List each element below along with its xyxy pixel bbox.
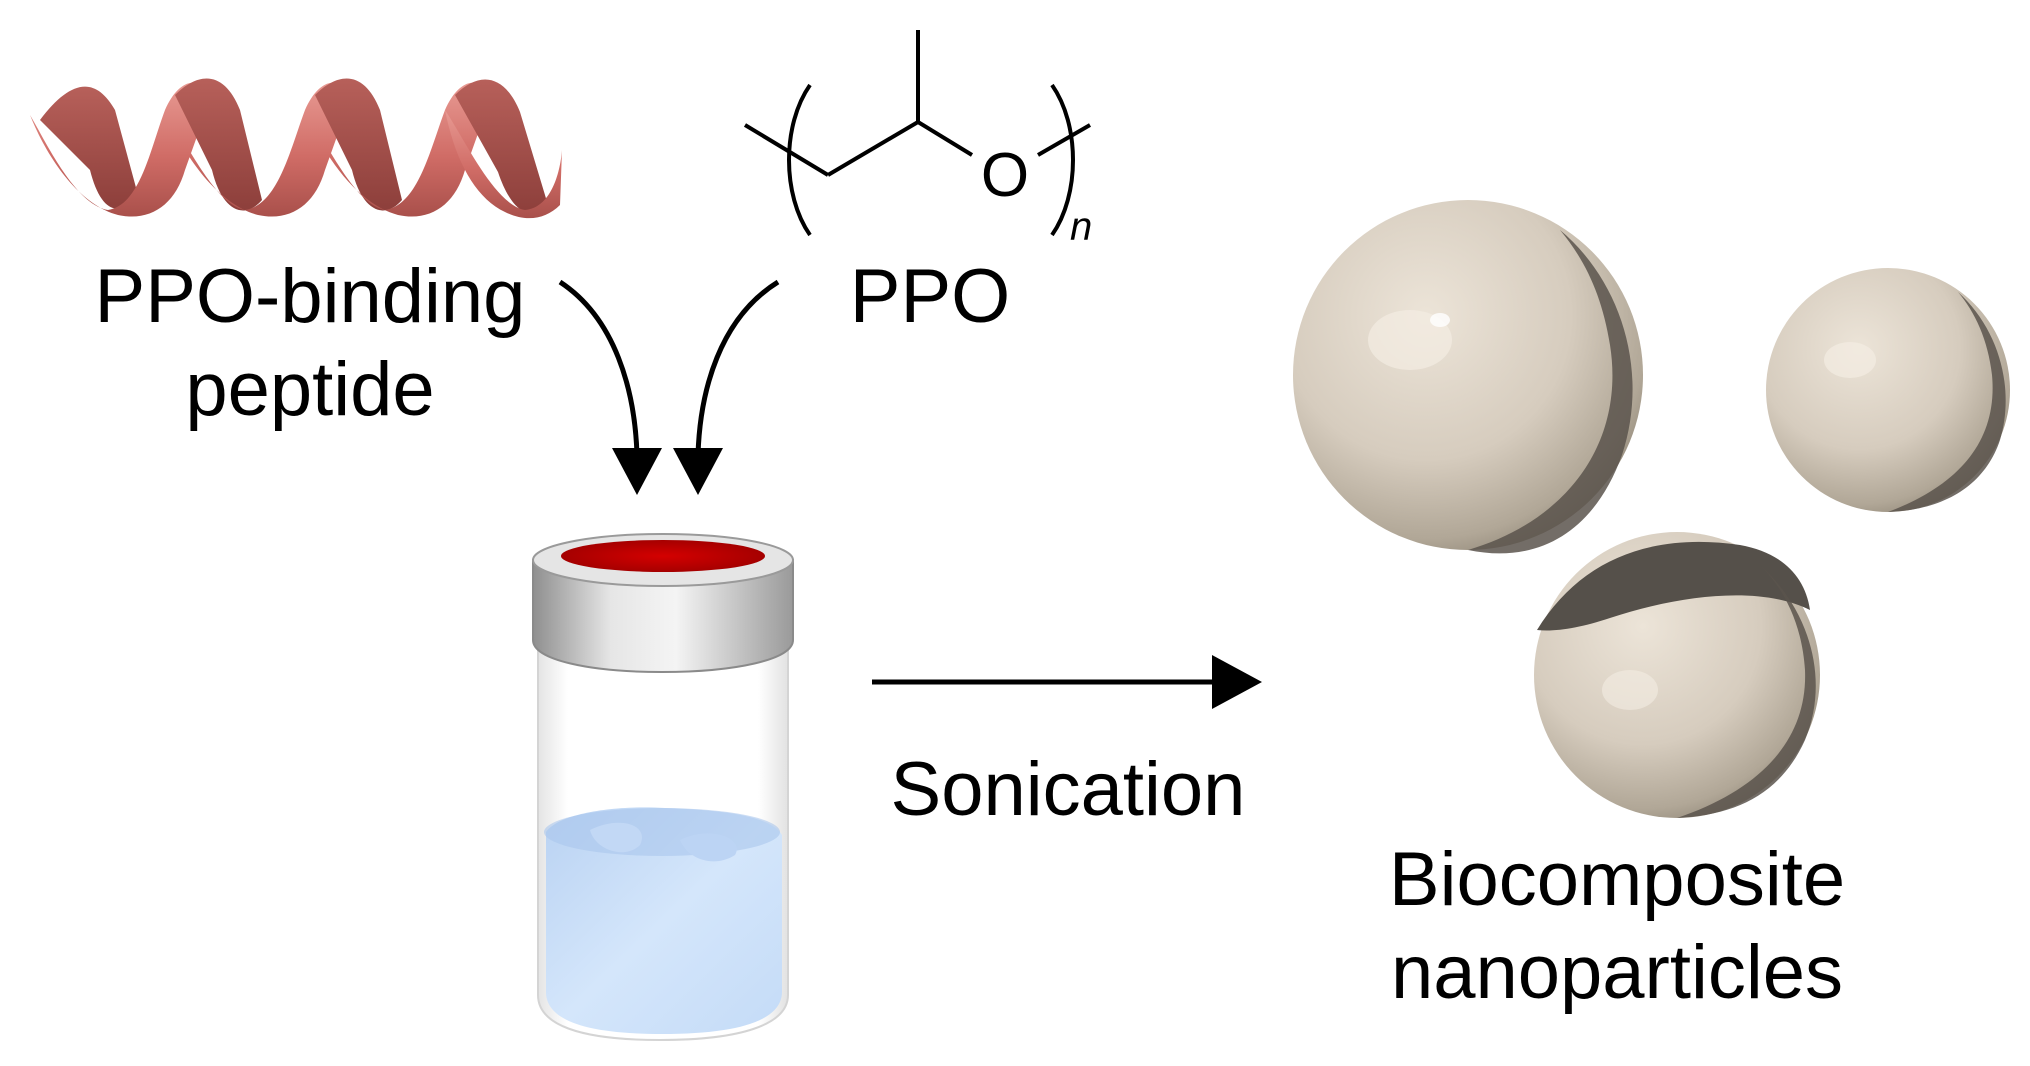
- close-bracket: [1050, 83, 1075, 237]
- peptide-label-line2: peptide: [185, 347, 434, 432]
- nanoparticle-small-icon: [1766, 268, 2010, 512]
- vial-cap-top: [561, 540, 765, 572]
- nanoparticle-large-icon: [1293, 200, 1643, 554]
- merge-arrows: [558, 279, 780, 456]
- arrow-from-ppo: [695, 279, 780, 456]
- arrow-from-peptide: [558, 279, 640, 456]
- process-arrow-head-icon: [1212, 655, 1262, 709]
- ppo-structure-icon: [743, 30, 1091, 237]
- process-label: Sonication: [891, 747, 1246, 832]
- peptide-helix-icon: [30, 78, 562, 219]
- liquid: [546, 807, 782, 1034]
- product-label-line2: nanoparticles: [1391, 930, 1843, 1015]
- product-label-line1: Biocomposite: [1389, 837, 1845, 922]
- arrow-head-left-icon: [612, 448, 662, 495]
- oxygen-atom: O: [981, 141, 1029, 210]
- nanoparticle-medium-icon: [1534, 532, 1820, 818]
- arrow-head-right-icon: [673, 448, 723, 495]
- repeat-subscript: n: [1070, 205, 1092, 249]
- peptide-label: PPO-binding: [95, 254, 526, 339]
- ppo-label: PPO: [850, 254, 1011, 339]
- open-bracket: [787, 83, 812, 237]
- vial-icon: [532, 533, 794, 1042]
